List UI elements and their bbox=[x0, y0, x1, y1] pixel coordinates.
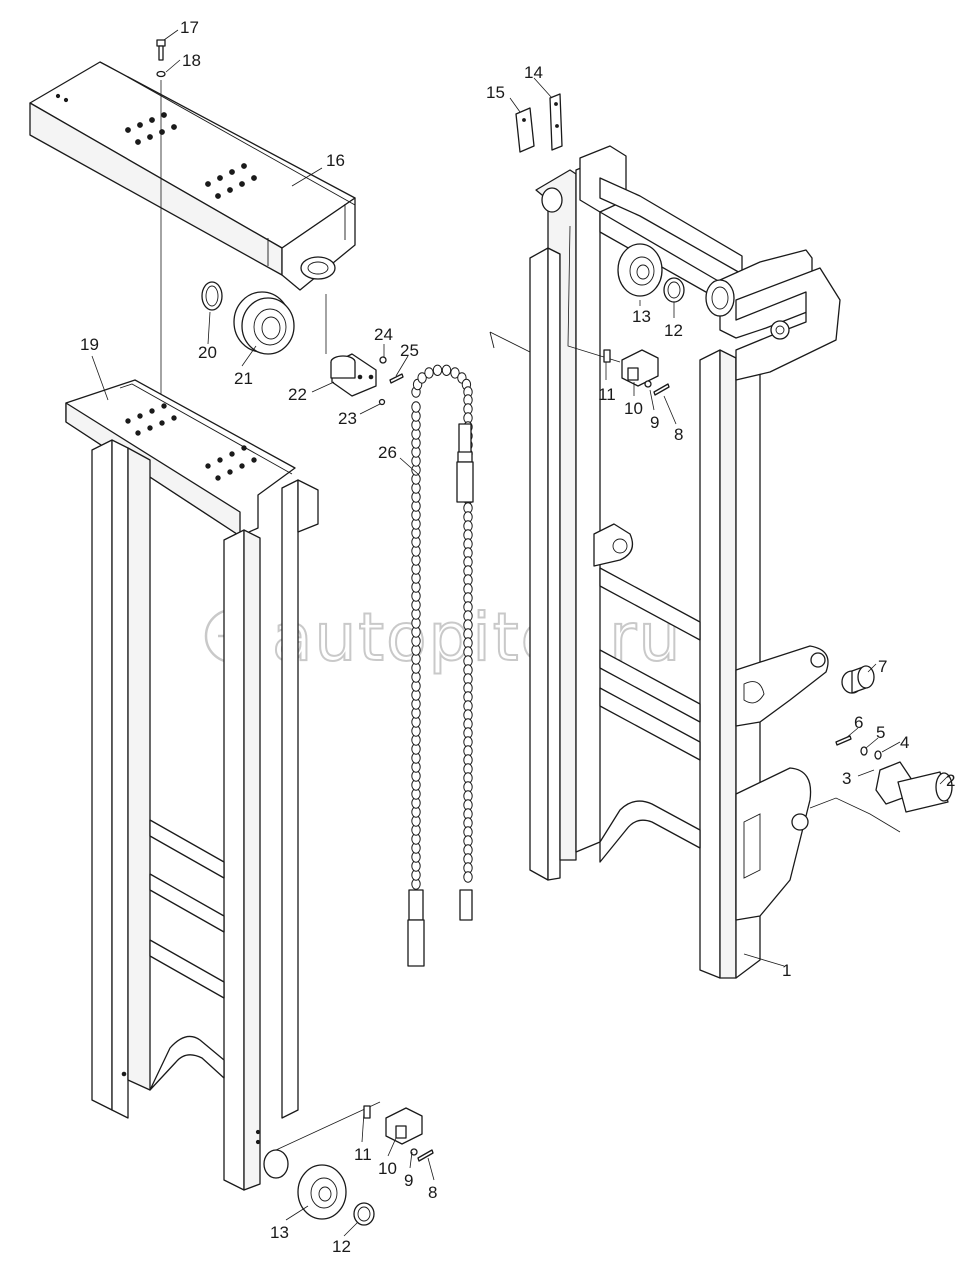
part-18-washer bbox=[156, 70, 166, 78]
callout-9-lower: 9 bbox=[404, 1171, 413, 1190]
callout-8-lower: 8 bbox=[428, 1183, 437, 1202]
callout-13-lower: 13 bbox=[270, 1223, 289, 1242]
chain-end-fitting-upper bbox=[456, 423, 474, 503]
callout-25: 25 bbox=[400, 341, 419, 360]
part-13-upper-roller bbox=[617, 243, 663, 297]
part-22-chain-anchor bbox=[330, 353, 377, 397]
axis-line-upper bbox=[567, 225, 621, 363]
callout-13-upper: 13 bbox=[632, 307, 651, 326]
callout-24: 24 bbox=[374, 325, 393, 344]
axis-line-lower bbox=[275, 1101, 381, 1151]
callout-3: 3 bbox=[842, 769, 851, 788]
part-26-chain bbox=[411, 364, 473, 890]
callout-12-lower: 12 bbox=[332, 1237, 351, 1256]
chain-link bbox=[463, 871, 473, 883]
part-19-inner-mast bbox=[65, 379, 319, 1191]
chain-link bbox=[441, 364, 452, 376]
part-10-upper-clamp bbox=[603, 349, 659, 387]
callout-14: 14 bbox=[524, 63, 543, 82]
part-24-nut bbox=[379, 356, 387, 364]
callout-10-lower: 10 bbox=[378, 1159, 397, 1178]
callout-7: 7 bbox=[878, 657, 887, 676]
callout-17: 17 bbox=[180, 18, 199, 37]
part-4-washer bbox=[874, 750, 882, 760]
callout-11-upper: 11 bbox=[598, 385, 616, 404]
callout-6: 6 bbox=[854, 713, 863, 732]
part-14-plate bbox=[549, 93, 563, 151]
chain-link bbox=[424, 367, 434, 379]
part-23-washer bbox=[378, 398, 386, 406]
part-21-sheave bbox=[233, 291, 295, 355]
callout-1: 1 bbox=[782, 961, 791, 980]
callout-19: 19 bbox=[80, 335, 99, 354]
callout-9-upper: 9 bbox=[650, 413, 659, 432]
callout-10-upper: 10 bbox=[624, 399, 643, 418]
part-6-bolt bbox=[835, 735, 852, 746]
part-5-washer bbox=[860, 746, 868, 756]
chain-link bbox=[450, 367, 460, 379]
part-10-lower-clamp bbox=[363, 1105, 423, 1145]
beam-bolt-holes bbox=[55, 93, 257, 199]
part-1-outer-mast bbox=[489, 145, 841, 979]
callout-5: 5 bbox=[876, 723, 885, 742]
part-15-plate bbox=[515, 107, 535, 153]
callout-4: 4 bbox=[900, 733, 909, 752]
callout-16: 16 bbox=[326, 151, 345, 170]
chain-end-fitting-lower bbox=[407, 889, 473, 967]
part-12-upper-ring bbox=[663, 277, 685, 303]
callout-18: 18 bbox=[182, 51, 201, 70]
callout-labels: 17 18 16 20 21 19 24 25 22 23 26 15 14 1… bbox=[80, 18, 955, 1256]
part-8-lower-bolt bbox=[410, 1148, 434, 1162]
callout-12-upper: 12 bbox=[664, 321, 683, 340]
callout-20: 20 bbox=[198, 343, 217, 362]
part-2-pivot-pin bbox=[875, 761, 953, 813]
callout-23: 23 bbox=[338, 409, 357, 428]
axis-line-pin bbox=[809, 797, 901, 833]
part-7-bushing bbox=[841, 665, 875, 694]
part-12-lower-ring bbox=[353, 1202, 375, 1226]
callout-22: 22 bbox=[288, 385, 307, 404]
chain-link bbox=[411, 401, 421, 413]
chain-link bbox=[417, 372, 427, 384]
leader-lines bbox=[91, 29, 949, 1237]
callout-8-upper: 8 bbox=[674, 425, 683, 444]
part-20-snap-ring bbox=[201, 281, 223, 311]
mast-top-holes bbox=[125, 403, 257, 481]
part-13-lower-roller bbox=[263, 1149, 347, 1220]
chain-link bbox=[432, 364, 443, 376]
part-8-upper-bolt bbox=[644, 380, 670, 396]
callout-11-lower: 11 bbox=[354, 1145, 372, 1164]
callout-15: 15 bbox=[486, 83, 505, 102]
callout-2: 2 bbox=[946, 771, 955, 790]
callout-26: 26 bbox=[378, 443, 397, 462]
part-16-top-beam bbox=[29, 61, 356, 291]
part-17-bolt bbox=[156, 39, 166, 61]
part-25-bolt bbox=[389, 373, 404, 384]
callout-21: 21 bbox=[234, 369, 253, 388]
